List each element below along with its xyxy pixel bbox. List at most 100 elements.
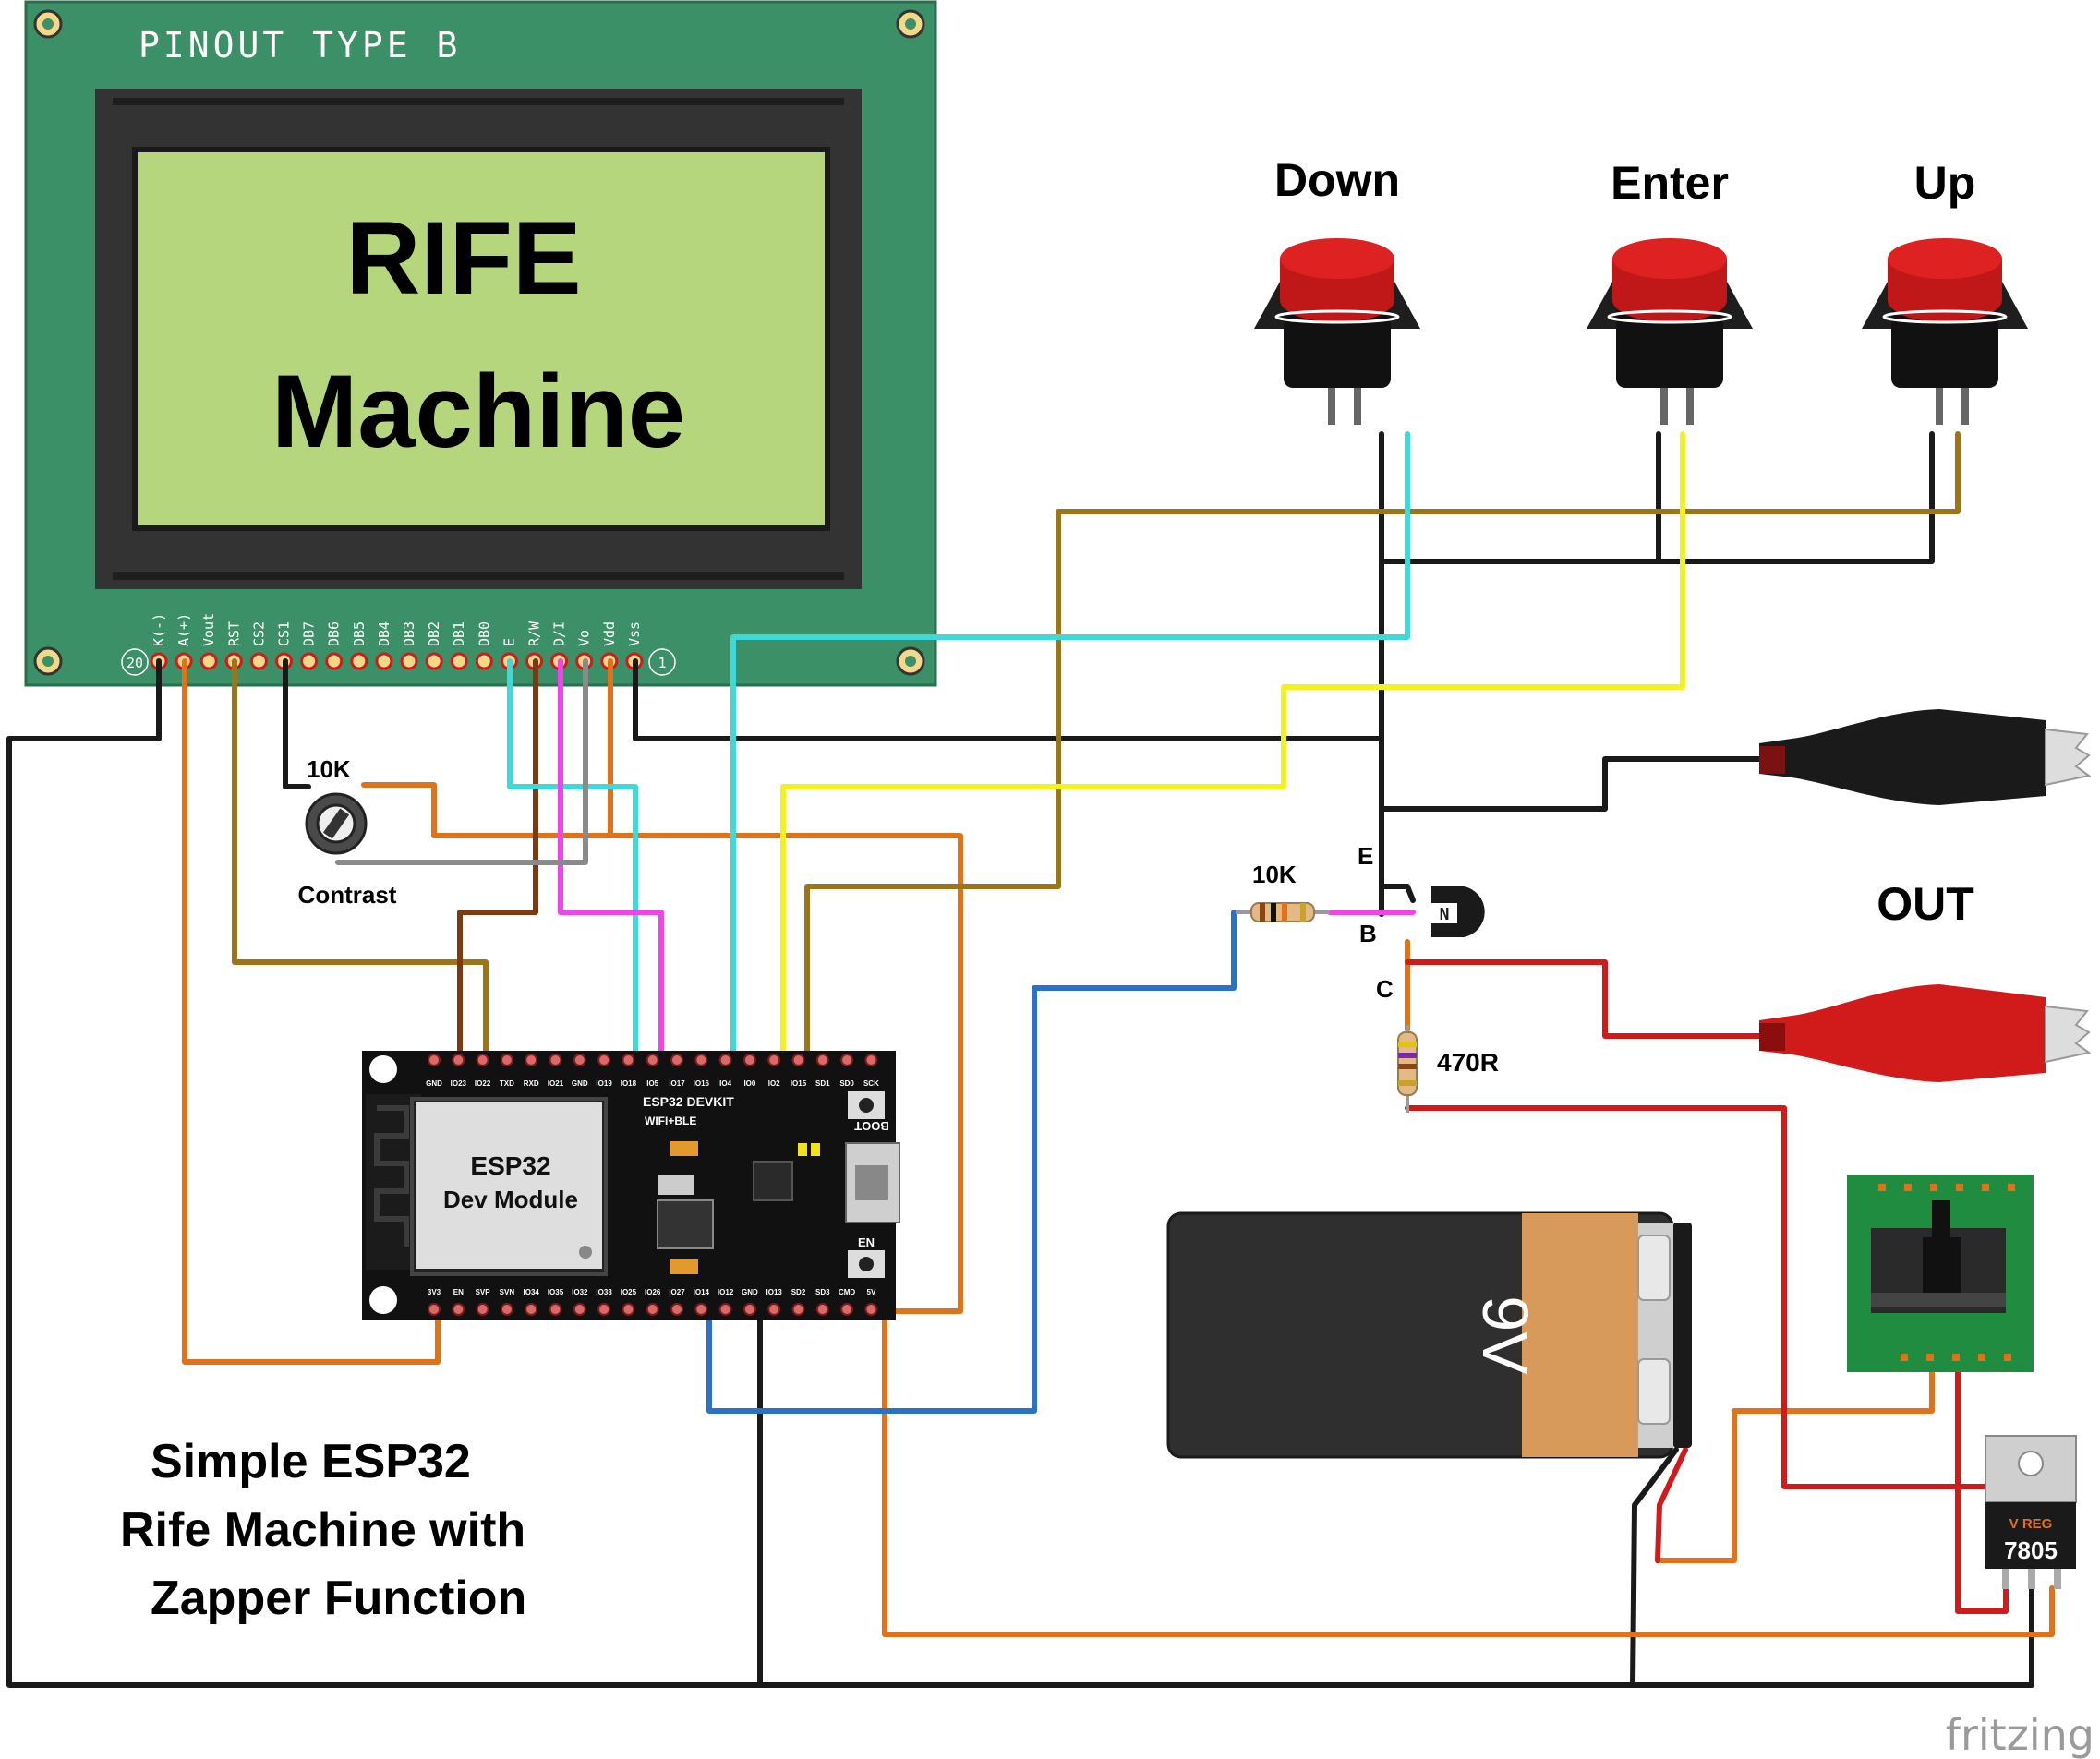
- wire-collector-clip: [1405, 959, 1767, 1039]
- wire-battery-pos: [1655, 1447, 1688, 1563]
- lcd-pin-label: DB6: [326, 621, 343, 646]
- esp32-bottom-pin-label: CMD: [839, 1288, 855, 1296]
- esp32-top-pin-label: GND: [426, 1079, 442, 1088]
- esp32-top-pin-label: IO15: [791, 1079, 807, 1088]
- esp32-top-pin-label: SCK: [863, 1079, 879, 1088]
- esp32-top-pin-label: IO23: [451, 1079, 467, 1088]
- wire-buttons-gnd-bar: [1379, 431, 1935, 564]
- title-line3: Zapper Function: [151, 1572, 526, 1625]
- lcd-pin-pad: [425, 652, 443, 670]
- power-switch[interactable]: [1847, 1175, 2034, 1372]
- wire-lcd-vo-pot: [335, 658, 588, 865]
- esp32-pin-pad: [864, 1303, 878, 1316]
- esp32-bottom-pin-label: IO35: [548, 1288, 564, 1296]
- lcd-pin-label: DB3: [401, 621, 417, 646]
- lcd-pin-label: Vdd: [601, 621, 618, 646]
- esp32-pin-pad: [622, 1054, 635, 1066]
- esp32-top-pin-label: IO16: [694, 1079, 710, 1088]
- button-up-label: Up: [1914, 157, 1976, 209]
- pot-value-label: 10K: [307, 755, 351, 783]
- esp32-pin-pad: [767, 1054, 781, 1066]
- esp32-pin-pad: [694, 1054, 708, 1066]
- esp32-pin-pad: [742, 1303, 756, 1316]
- lcd-pin-label: Vss: [626, 621, 643, 646]
- esp32-pin-pad: [525, 1303, 538, 1316]
- wire-emitter: [1379, 884, 1416, 917]
- wire-pot-5v: [361, 782, 613, 838]
- pot-name-label: Contrast: [298, 881, 397, 909]
- esp32-pin-pad: [573, 1303, 586, 1316]
- lcd-screen-line2: Machine: [272, 354, 685, 469]
- esp32-pin-pad: [840, 1054, 854, 1066]
- lcd-pin-pad: [325, 652, 344, 670]
- esp32-top-pin-label: IO0: [743, 1079, 755, 1088]
- wire-lcd-e-io18: [507, 658, 638, 1063]
- lcd-pin-label: K(-): [151, 613, 167, 646]
- esp32-pin-pad: [840, 1303, 854, 1316]
- esp32-pin-pad: [767, 1303, 781, 1316]
- lcd-pin-label: Vo: [576, 630, 593, 646]
- wire-lcd-di-io5: [558, 658, 664, 1063]
- lcd-pin-pad: [199, 652, 218, 670]
- lcd-pin-label: DB4: [376, 621, 392, 646]
- esp32-bottom-pin-label: SD2: [791, 1288, 806, 1296]
- button-down-label: Down: [1274, 154, 1400, 206]
- lcd-pin-pad: [400, 652, 418, 670]
- esp32-bottom-pin-label: GND: [742, 1288, 758, 1296]
- contrast-potentiometer: 10K Contrast: [298, 755, 397, 909]
- wire-battery-neg: [1630, 1447, 1679, 1688]
- lcd-pin-label: CS1: [276, 621, 293, 646]
- lcd-pin-pad: [300, 652, 319, 670]
- button-enter[interactable]: Enter: [1587, 157, 1753, 425]
- esp32-pin-pad: [428, 1054, 441, 1066]
- esp32-pin-pad: [622, 1303, 635, 1316]
- output-label: OUT: [1877, 878, 1974, 930]
- wire-lcd-rst-io22: [232, 658, 489, 1063]
- esp32-top-pin-label: GND: [572, 1079, 588, 1088]
- esp32-bottom-pin-label: 3V3: [428, 1288, 441, 1296]
- esp32-pin-pad: [549, 1054, 562, 1066]
- lcd-pin-label: R/W: [526, 620, 543, 646]
- wire-battery-pos-switch: [1655, 1357, 1935, 1563]
- esp32-module-line1: ESP32: [470, 1151, 550, 1180]
- esp32-bottom-pin-label: IO12: [718, 1288, 734, 1296]
- button-down[interactable]: Down: [1254, 154, 1420, 425]
- esp32-top-pin-label: SD1: [815, 1079, 830, 1088]
- battery-label: 9V: [1469, 1295, 1541, 1375]
- lcd-pin-pad: [375, 652, 393, 670]
- esp32-pin-pad: [476, 1303, 489, 1316]
- lcd-pin-label: DB5: [351, 621, 368, 646]
- esp32-bottom-pin-label: IO27: [669, 1288, 685, 1296]
- button-up[interactable]: Up: [1862, 157, 2028, 425]
- esp32-pin-pad: [500, 1303, 513, 1316]
- esp32-top-pin-label: IO17: [669, 1079, 685, 1088]
- esp32-pin-pad: [452, 1054, 465, 1066]
- esp32-pin-pad: [670, 1054, 683, 1066]
- lcd-pin-label: RST: [225, 621, 242, 646]
- esp32-bottom-pin-label: SVN: [500, 1288, 515, 1296]
- esp32-pin-pad: [718, 1054, 732, 1066]
- lcd-pin-label: E: [501, 638, 517, 646]
- wire-res-reg: [1405, 1105, 2009, 1489]
- esp32-bottom-pin-label: 5V: [867, 1288, 876, 1296]
- wire-up-btn-io15: [804, 431, 1961, 1063]
- esp32-pin-pad: [694, 1303, 708, 1316]
- wire-enter-btn-io2: [780, 431, 1685, 1063]
- esp32-top-pin-label: IO21: [548, 1079, 564, 1088]
- lcd-pin-marker-1: 1: [658, 655, 666, 671]
- esp32-pin-pad: [646, 1054, 659, 1066]
- wire-lcd-cs1-pot: [283, 658, 311, 789]
- esp32-pin-pad: [670, 1303, 683, 1316]
- esp32-pin-pad: [476, 1054, 489, 1066]
- battery-9v: 9V: [1166, 1211, 1692, 1459]
- esp32-pin-pad: [815, 1054, 829, 1066]
- base-resistor: 10K: [1236, 861, 1330, 922]
- lcd-pin-pad: [350, 652, 368, 670]
- esp32-top-pin-label: IO22: [475, 1079, 491, 1088]
- lcd-pin-label: DB1: [451, 621, 467, 646]
- regulator-model: 7805: [2004, 1536, 2058, 1564]
- wire-black-clip: [1379, 756, 1767, 812]
- wire-lcd-k-gnd: [6, 658, 162, 741]
